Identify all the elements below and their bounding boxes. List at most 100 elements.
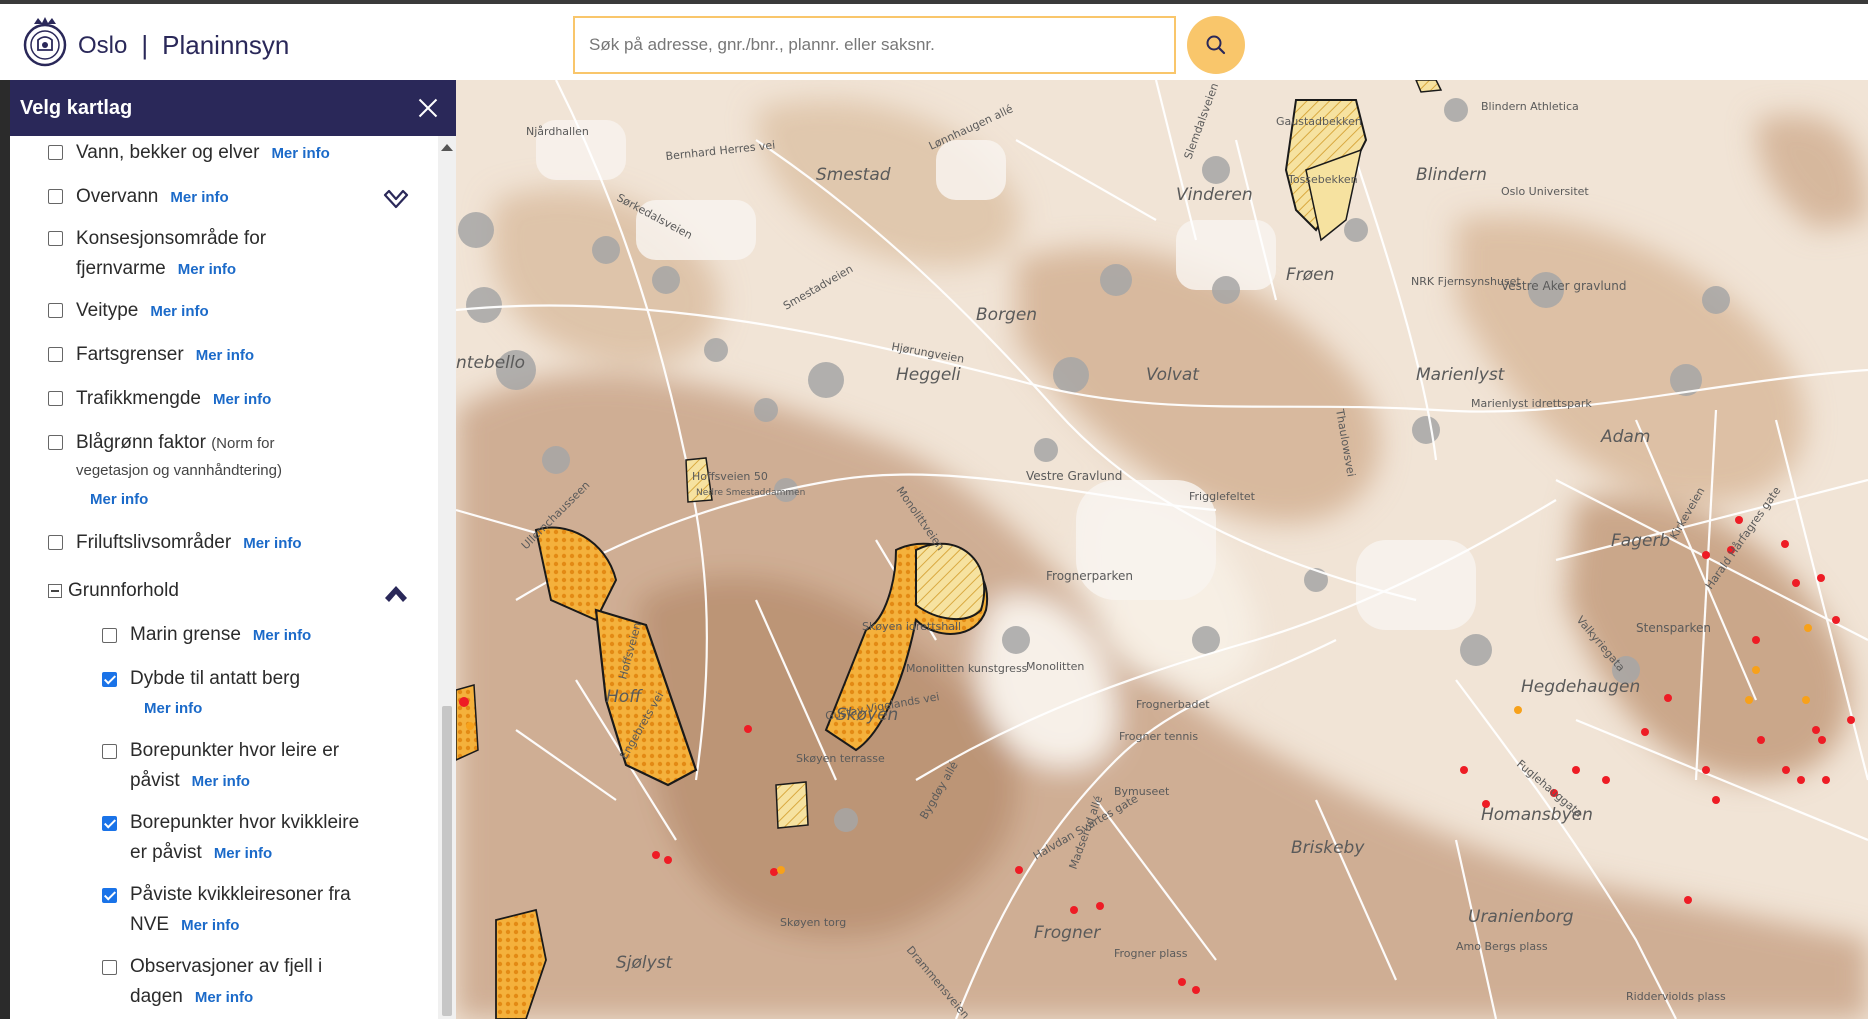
group-label: Grunnforhold	[68, 580, 179, 601]
layer-label: Konsesjonsområde for	[76, 228, 267, 249]
layer-checkbox[interactable]	[48, 435, 63, 450]
more-info-link[interactable]: Mer info	[195, 347, 255, 364]
layer-label: Observasjoner av fjell i	[130, 956, 323, 977]
layer-label: Veitype	[76, 300, 139, 321]
layer-checkbox-checked[interactable]	[102, 816, 117, 831]
quick-clay-borepoints[interactable]	[459, 516, 1855, 994]
search-icon	[1206, 35, 1226, 55]
top-header: Oslo | Planinnsyn	[0, 0, 1868, 80]
more-info-link[interactable]: Mer info	[194, 989, 254, 1006]
collapse-icon[interactable]	[48, 584, 62, 598]
place-label: Vestre Gravlund	[1026, 469, 1122, 483]
more-info-link[interactable]: Mer info	[271, 145, 330, 162]
place-label: Borgen	[976, 305, 1037, 325]
layer-label: Fartsgrenser	[76, 344, 184, 365]
collapse-chevron-icon[interactable]	[382, 582, 410, 604]
layer-label-cont: fjernvarme	[76, 258, 166, 279]
place-label: Hoff	[606, 687, 643, 707]
layer-checkbox[interactable]	[102, 960, 117, 975]
layer-checkbox-checked[interactable]	[102, 888, 117, 903]
layer-label-cont: dagen	[130, 986, 183, 1007]
place-label: Oslo Universitet	[1501, 185, 1589, 198]
place-label: Frogner plass	[1114, 947, 1188, 960]
brand-separator: |	[141, 30, 149, 60]
place-label: Frognerbadet	[1136, 698, 1210, 711]
more-info-link[interactable]: Mer info	[181, 917, 240, 934]
place-label: Marienlyst idrettspark	[1471, 397, 1592, 410]
place-label: Frigglefeltet	[1189, 490, 1256, 503]
place-label: Vestre Aker gravlund	[1501, 279, 1627, 293]
place-labels: SmestadVinderenBlindernFrøenBorgenHeggel…	[456, 100, 1726, 1003]
close-icon[interactable]	[414, 94, 442, 122]
layer-note: (Norm for	[211, 435, 275, 452]
layer-label: Marin grense	[130, 624, 241, 645]
layer-checkbox[interactable]	[48, 145, 63, 160]
quick-clay-zones[interactable]	[456, 80, 1443, 1019]
layer-checkbox[interactable]	[102, 628, 117, 643]
layer-checkbox[interactable]	[48, 535, 63, 550]
scrollbar-thumb[interactable]	[442, 706, 452, 1016]
place-label: Hegdehaugen	[1521, 677, 1640, 697]
place-label: Frogner tennis	[1119, 730, 1198, 743]
layer-checkbox[interactable]	[48, 231, 63, 246]
layer-label: Friluftslivsområder	[76, 532, 232, 553]
place-label: Skøyen	[836, 705, 898, 725]
scroll-up-arrow-icon[interactable]	[441, 144, 453, 151]
panel-title: Velg kartlag	[20, 96, 133, 119]
search-input[interactable]	[575, 18, 1174, 72]
layer-checkbox[interactable]	[48, 303, 63, 318]
expand-chevron-icon[interactable]	[382, 188, 410, 212]
layer-checkbox[interactable]	[102, 744, 117, 759]
layer-label: Borepunkter hvor kvikkleire	[130, 812, 360, 833]
place-label: Frognerparken	[1046, 569, 1133, 583]
more-info-link[interactable]: Mer info	[177, 261, 237, 278]
place-label: Blindern Athletica	[1481, 100, 1579, 113]
place-label: Adam	[1600, 427, 1650, 447]
place-label: Nedre Smestaddammen	[696, 488, 805, 498]
more-info-link[interactable]: Mer info	[213, 845, 273, 862]
layer-label: Trafikkmengde	[76, 388, 201, 409]
place-label: Frøen	[1286, 265, 1334, 285]
place-label: Vinderen	[1176, 185, 1253, 205]
layer-label: Blågrønn faktor	[76, 432, 206, 453]
layer-checkbox[interactable]	[48, 347, 63, 362]
place-label: Ridderviolds plass	[1626, 990, 1726, 1003]
place-label: Njårdhallen	[526, 125, 589, 138]
more-info-link[interactable]: Mer info	[212, 391, 272, 408]
place-label: Sjølyst	[616, 953, 674, 973]
layer-label: Dybde til antatt berg	[130, 668, 301, 689]
layer-label: Påviste kvikkleiresoner fra	[130, 884, 351, 905]
layer-checkbox[interactable]	[48, 391, 63, 406]
layer-checkbox[interactable]	[48, 189, 63, 204]
brand: Oslo | Planinnsyn	[78, 30, 289, 61]
place-label: Smestad	[816, 165, 891, 185]
place-label: Uranienborg	[1468, 907, 1574, 927]
place-label: Fagerb	[1611, 531, 1670, 551]
place-label: Marienlyst	[1416, 365, 1506, 385]
app-title: Planinnsyn	[162, 30, 290, 60]
more-info-link[interactable]: Mer info	[144, 700, 203, 717]
more-info-link[interactable]: Mer info	[191, 773, 250, 790]
layer-label-cont: påvist	[130, 770, 180, 791]
oslo-city-logo[interactable]	[20, 16, 70, 70]
more-info-link[interactable]: Mer info	[252, 627, 312, 644]
grey-blobs	[458, 98, 1730, 832]
search-box	[573, 16, 1176, 74]
map-svg[interactable]: SmestadVinderenBlindernFrøenBorgenHeggel…	[456, 80, 1868, 1019]
more-info-link[interactable]: Mer info	[170, 189, 229, 206]
search-button[interactable]	[1187, 16, 1245, 74]
place-label: Hoffsveien 50	[692, 470, 768, 483]
more-info-link[interactable]: Mer info	[150, 303, 209, 320]
layer-checkbox-checked[interactable]	[102, 672, 117, 687]
place-label: Tossebekken	[1287, 173, 1358, 186]
more-info-link[interactable]: Mer info	[243, 535, 302, 552]
more-info-link[interactable]: Mer info	[90, 491, 149, 508]
brand-city[interactable]: Oslo	[78, 31, 128, 59]
place-label: Heggeli	[896, 365, 961, 385]
place-label: Volvat	[1146, 365, 1200, 385]
built-up-areas	[536, 120, 1476, 630]
